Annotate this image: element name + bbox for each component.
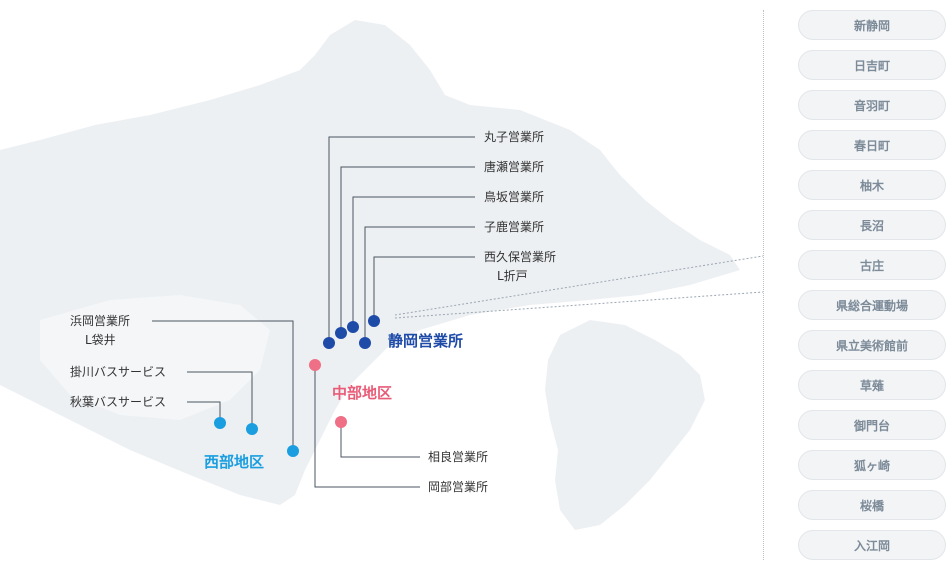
leader-okabe: [314, 365, 420, 488]
label-nishikubo-sub: L折戸: [497, 269, 528, 283]
stop-item[interactable]: 長沼: [798, 210, 946, 240]
label-hamaoka[interactable]: 浜岡営業所: [70, 314, 131, 328]
label-okabe[interactable]: 岡部営業所: [428, 480, 489, 494]
dot-sagara[interactable]: [335, 416, 347, 428]
dot-torisaka[interactable]: [347, 321, 359, 333]
label-kakegawa[interactable]: 掛川バスサービス: [70, 365, 167, 379]
stop-item[interactable]: 御門台: [798, 410, 946, 440]
label-maruko[interactable]: 丸子営業所: [484, 130, 545, 144]
label-nishikubo[interactable]: 西久保営業所: [484, 250, 557, 264]
district-label-central: 中部地区: [332, 384, 393, 402]
label-akiha[interactable]: 秋葉バスサービス: [70, 395, 167, 409]
leader-sagara: [340, 422, 420, 458]
dot-koshika[interactable]: [359, 337, 371, 349]
district-label-shizuoka: 静岡営業所: [388, 332, 464, 350]
stop-item[interactable]: 新静岡: [798, 10, 946, 40]
stop-item[interactable]: 柚木: [798, 170, 946, 200]
dot-akiha[interactable]: [214, 417, 226, 429]
land-highlight: [40, 295, 270, 420]
leader-hamaoka: [152, 320, 294, 450]
label-karase[interactable]: 唐瀬営業所: [484, 160, 545, 174]
stop-item[interactable]: 日吉町: [798, 50, 946, 80]
izu-peninsula: [545, 320, 705, 530]
stop-list-divider: [763, 10, 764, 560]
leader-nishikubo: [373, 256, 475, 321]
label-koshika[interactable]: 子鹿営業所: [484, 220, 545, 234]
stop-item[interactable]: 草薙: [798, 370, 946, 400]
label-hamaoka-sub: L袋井: [85, 333, 116, 347]
stop-item[interactable]: 県総合運動場: [798, 290, 946, 320]
dot-hamaoka[interactable]: [287, 445, 299, 457]
stop-list: 新静岡 日吉町 音羽町 春日町 柚木 長沼 古庄 県総合運動場 県立美術館前 草…: [798, 10, 946, 570]
leader-maruko: [328, 136, 475, 342]
stop-item[interactable]: 音羽町: [798, 90, 946, 120]
dot-karase[interactable]: [335, 327, 347, 339]
label-sagara[interactable]: 相良営業所: [428, 450, 489, 464]
dot-nishikubo[interactable]: [368, 315, 380, 327]
stop-item[interactable]: 入江岡: [798, 530, 946, 560]
stop-item[interactable]: 春日町: [798, 130, 946, 160]
district-label-west: 西部地区: [204, 453, 265, 471]
leader-karase: [340, 166, 475, 333]
label-torisaka[interactable]: 鳥坂営業所: [484, 190, 545, 204]
leader-torisaka: [352, 196, 475, 327]
stop-item[interactable]: 県立美術館前: [798, 330, 946, 360]
dot-maruko[interactable]: [323, 337, 335, 349]
stop-item[interactable]: 古庄: [798, 250, 946, 280]
callout-line-lower: [394, 291, 764, 319]
stop-item[interactable]: 桜橋: [798, 490, 946, 520]
leader-kakegawa: [187, 371, 253, 428]
dot-kakegawa[interactable]: [246, 423, 258, 435]
stop-item[interactable]: 狐ヶ崎: [798, 450, 946, 480]
leader-koshika: [364, 226, 475, 342]
leader-akiha: [187, 401, 221, 422]
dot-okabe[interactable]: [309, 359, 321, 371]
